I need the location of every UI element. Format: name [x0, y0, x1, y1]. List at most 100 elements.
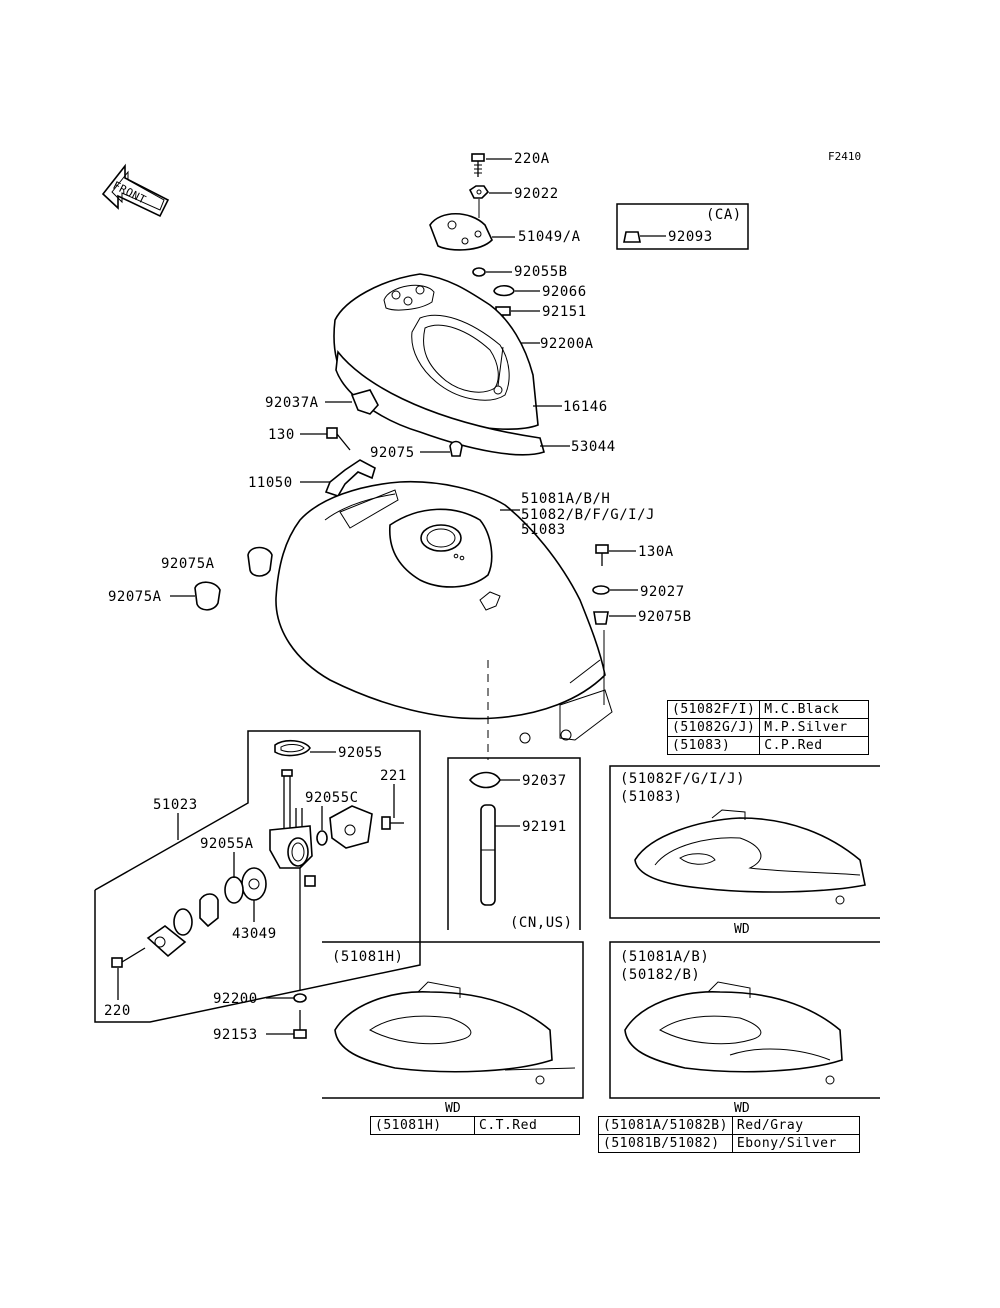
- seal-icon: [173, 908, 193, 936]
- label-92075a-2: 92075A: [108, 589, 162, 605]
- table-row: (51081B/51082)Ebony/Silver: [598, 1134, 860, 1153]
- hose-frame: [447, 757, 581, 930]
- label-51049: 51049/A: [518, 229, 581, 245]
- label-51081: 51081A/B/H: [521, 491, 611, 507]
- label-92055c: 92055C: [305, 790, 359, 806]
- screw-220-icon: [111, 947, 146, 968]
- table-cell: M.C.Black: [759, 700, 870, 719]
- fuel-valve-icon: [269, 769, 316, 990]
- label-92075a-1: 92075A: [161, 556, 215, 572]
- table-row: (51082G/J)M.P.Silver: [666, 718, 870, 737]
- bolt-130a-icon: [595, 544, 609, 566]
- wd-label-1: WD: [734, 922, 750, 937]
- label-43049: 43049: [232, 926, 277, 942]
- label-130a: 130A: [638, 544, 674, 560]
- inset-bottom-right-frame: [609, 941, 880, 1099]
- fuel-tank-icon: [275, 480, 613, 744]
- damper-92075a-icon: [247, 546, 273, 577]
- label-92055: 92055: [338, 745, 383, 761]
- label-92200a: 92200A: [540, 336, 594, 352]
- damper-92075a-2-icon: [194, 581, 221, 611]
- table-cell: Red/Gray: [731, 1116, 860, 1135]
- tank-side-view-icon-1: [634, 809, 866, 905]
- table-row: (51082F/I)M.C.Black: [666, 700, 870, 719]
- label-92055a: 92055A: [200, 836, 254, 852]
- valve-cover-icon: [329, 805, 373, 849]
- inset-bottom-left-frame: [322, 941, 584, 1099]
- ca-frame: [616, 203, 749, 250]
- label-92037a: 92037A: [265, 395, 319, 411]
- tank-side-view-icon-3: [624, 981, 843, 1085]
- inset-title-top-right: (51082F/G/I/J) (51083): [620, 771, 746, 805]
- bolt-220a-icon: [471, 153, 485, 177]
- damper-92075-icon: [449, 440, 463, 457]
- hose-92191-icon: [480, 804, 496, 906]
- label-220: 220: [104, 1003, 131, 1019]
- label-92191: 92191: [522, 819, 567, 835]
- cn-us-label: (CN,US): [510, 915, 573, 931]
- table-cell: (51081B/51082): [598, 1134, 733, 1153]
- label-92055b: 92055B: [514, 264, 568, 280]
- inset-top-right-frame: [609, 765, 880, 919]
- label-92066: 92066: [542, 284, 587, 300]
- color-table-bottom: (51081A/51082B)Red/Gray (51081B/51082)Eb…: [598, 1116, 860, 1153]
- screw-221-icon: [381, 816, 404, 830]
- wd-label-3: WD: [734, 1101, 750, 1116]
- washer-92200-icon: [293, 993, 307, 1003]
- table-cell: (51083): [666, 736, 761, 755]
- cap-92093-icon: [623, 231, 641, 243]
- table-cell: (51082G/J): [666, 718, 761, 737]
- oring-92055a-icon: [224, 876, 244, 904]
- label-92153: 92153: [213, 1027, 258, 1043]
- lever-icon: [199, 893, 219, 928]
- bracket-11050-icon: [324, 459, 376, 497]
- damper-92075b-icon: [593, 611, 609, 625]
- label-221: 221: [380, 768, 407, 784]
- color-table-mid: (51081H)C.T.Red: [370, 1116, 580, 1135]
- wd-label-2: WD: [445, 1101, 461, 1116]
- valve-group-frame: [94, 730, 421, 1023]
- label-92151: 92151: [542, 304, 587, 320]
- table-cell: C.T.Red: [474, 1116, 580, 1135]
- washer-92027-icon: [592, 585, 610, 595]
- color-table-top: (51082F/I)M.C.Black (51082G/J)M.P.Silver…: [666, 700, 870, 755]
- bolt-130-icon: [326, 427, 351, 451]
- front-arrow-icon: [101, 163, 170, 218]
- label-11050: 11050: [248, 475, 293, 491]
- table-cell: (51081A/51082B): [598, 1116, 733, 1135]
- clamp-92037-icon: [468, 771, 501, 789]
- oring-92055c-icon: [316, 830, 328, 846]
- lever-plate-icon: [146, 924, 187, 958]
- tank-side-view-icon-2: [334, 981, 576, 1085]
- label-51083: 51083: [521, 522, 566, 538]
- table-cell: Ebony/Silver: [731, 1134, 860, 1153]
- table-cell: C.P.Red: [759, 736, 870, 755]
- label-130: 130: [268, 427, 295, 443]
- table-row: (51083)C.P.Red: [666, 736, 870, 755]
- label-92037: 92037: [522, 773, 567, 789]
- label-92075b: 92075B: [638, 609, 692, 625]
- ca-label: (CA): [706, 207, 742, 223]
- plate-51049-icon: [429, 213, 493, 251]
- table-row: (51081A/51082B)Red/Gray: [598, 1116, 860, 1135]
- label-92200: 92200: [213, 991, 258, 1007]
- label-51082: 51082/B/F/G/I/J: [521, 507, 655, 523]
- figure-ref: F2410: [828, 150, 862, 163]
- gasket-92055-icon: [274, 739, 311, 757]
- table-cell: (51081H): [370, 1116, 475, 1135]
- inset-title-bottom-right: (51081A/B) (50182/B): [620, 949, 710, 983]
- label-92027: 92027: [640, 584, 685, 600]
- clip-92037a-icon: [350, 389, 379, 415]
- diaphragm-43049-icon: [241, 867, 267, 901]
- cap-92066-icon: [493, 284, 515, 297]
- bolt-92153-icon: [293, 1010, 307, 1039]
- label-92093: 92093: [668, 229, 713, 245]
- label-16146: 16146: [563, 399, 608, 415]
- table-row: (51081H)C.T.Red: [370, 1116, 580, 1135]
- oring-92055b-icon: [472, 267, 486, 277]
- inset-title-bottom-left: (51081H): [332, 949, 404, 965]
- label-53044: 53044: [571, 439, 616, 455]
- label-92075: 92075: [370, 445, 415, 461]
